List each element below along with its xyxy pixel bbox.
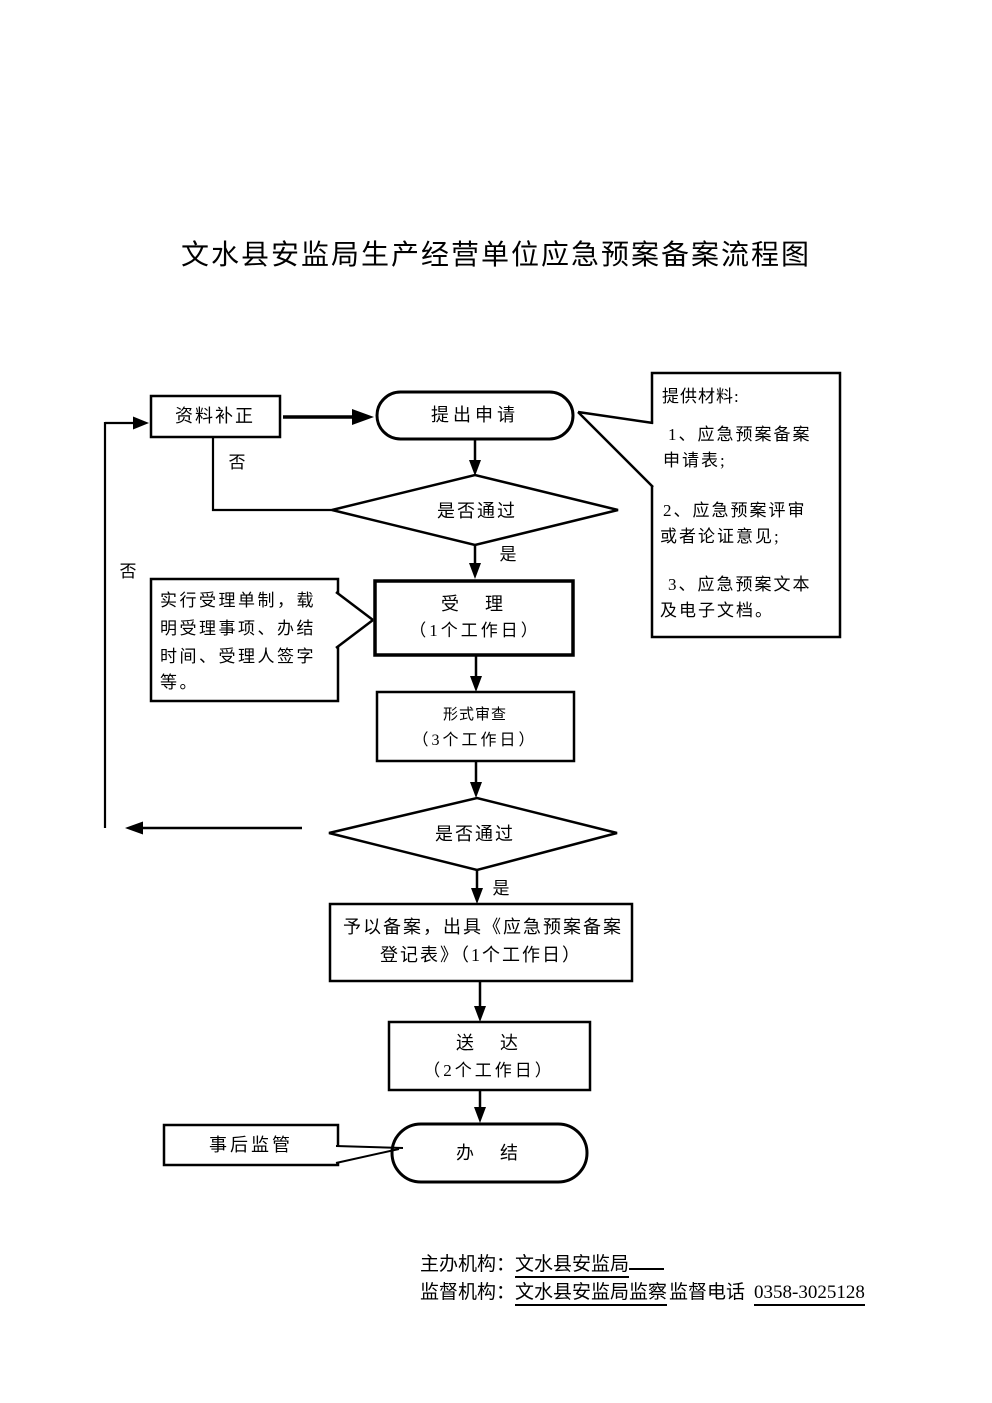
arrowhead-deliver-to-finish	[474, 1107, 486, 1123]
materials-note-line4: 或者论证意见;	[660, 527, 781, 546]
post-pointer-top	[335, 1145, 404, 1149]
acceptance-note-line1: 实行受理单制，载	[160, 591, 316, 610]
footer-supervisor-label: 监督机构：	[420, 1282, 516, 1303]
materials-pointer-top	[577, 410, 654, 425]
node-finish-stadium	[390, 1122, 589, 1184]
node-decision1-label: 是否通过	[437, 501, 517, 521]
materials-note-line3: 2、应急预案评审	[663, 501, 807, 520]
node-finish-label: 办 结	[456, 1143, 522, 1163]
node-deliver-box	[387, 1020, 592, 1092]
footer-host-value: 文水县安监局	[515, 1254, 630, 1278]
footer-host-label: 主办机构：	[420, 1254, 516, 1275]
footer-phone-label: 监督电话	[669, 1282, 746, 1303]
label-decision1-no: 否	[229, 453, 246, 472]
node-deliver-title: 送 达	[456, 1033, 522, 1053]
footer-phone-number: 0358-3025128	[754, 1282, 865, 1306]
footer-supervisor-value: 文水县安监局监察	[515, 1282, 668, 1306]
arrowhead-accept-to-review	[470, 676, 482, 692]
arrowhead-decision2-to-register	[471, 888, 483, 904]
post-callout-gap	[335, 1147, 341, 1162]
page-title: 文水县安监局生产经营单位应急预案备案流程图	[180, 240, 811, 271]
materials-note-line1: 1、应急预案备案	[668, 425, 812, 444]
node-apply-stadium	[375, 390, 575, 441]
node-apply-label: 提出申请	[431, 405, 519, 425]
acceptance-note-line4: 等。	[160, 673, 199, 692]
materials-note-heading: 提供材料:	[662, 387, 740, 406]
footer-host-underline-extension	[629, 1249, 665, 1270]
node-register-line1: 予以备案，出具《应急预案备案	[343, 917, 623, 937]
node-review-title: 形式审查	[443, 706, 507, 723]
connector-decision1-no-loop	[211, 437, 332, 512]
arrowhead-decision1-to-accept	[469, 563, 481, 579]
post-pointer-bottom	[335, 1148, 400, 1164]
node-decision2-diamond	[328, 796, 618, 872]
materials-pointer-bottom	[577, 411, 654, 488]
node-post-supervision-box	[162, 1123, 340, 1167]
node-accept-box	[373, 579, 575, 657]
node-register-line2: 登记表》（1个工作日）	[380, 945, 582, 965]
node-decision1-diamond	[331, 473, 619, 547]
label-decision2-no: 否	[120, 562, 137, 581]
node-supplement-label: 资料补正	[175, 406, 255, 426]
materials-note-line5: 3、应急预案文本	[668, 575, 812, 594]
node-register-box	[328, 902, 634, 983]
arrowhead-review-to-decision2	[470, 782, 482, 798]
footer-supervisor-line: 监督机构：文水县安监局监察监督电话 0358-3025128	[420, 1277, 865, 1306]
acceptance-callout-gap	[335, 593, 341, 647]
node-accept-duration: （1个工作日）	[409, 621, 541, 640]
node-decision2-label: 是否通过	[435, 824, 515, 844]
footer-host-line: 主办机构：文水县安监局	[420, 1249, 665, 1278]
node-accept-title: 受 理	[441, 594, 507, 614]
materials-note-line2: 申请表;	[663, 451, 727, 470]
materials-note-line6: 及电子文档。	[660, 601, 774, 620]
arrowhead-decision2-no-left	[125, 821, 143, 835]
acceptance-pointer-top	[335, 591, 374, 621]
acceptance-note-line2: 明受理事项、办结	[160, 619, 316, 638]
label-decision1-yes: 是	[500, 545, 517, 564]
materials-callout-gap	[650, 424, 656, 486]
label-decision2-yes: 是	[493, 879, 510, 898]
arrowhead-register-to-deliver	[474, 1006, 486, 1022]
node-post-supervision-label: 事后监管	[209, 1135, 293, 1155]
node-supplement-box	[149, 394, 282, 439]
acceptance-note-line3: 时间、受理人签字	[160, 647, 316, 666]
node-review-duration: （3个工作日）	[412, 731, 537, 749]
node-formal-review-box	[375, 690, 576, 763]
arrowhead-supplement-to-apply	[352, 409, 374, 425]
callout-materials-box	[650, 371, 842, 639]
node-deliver-duration: （2个工作日）	[423, 1061, 555, 1080]
arrowhead-loop-into-supplement	[133, 416, 149, 430]
acceptance-pointer-bottom	[335, 619, 374, 649]
arrowhead-apply-to-decision1	[469, 460, 481, 476]
